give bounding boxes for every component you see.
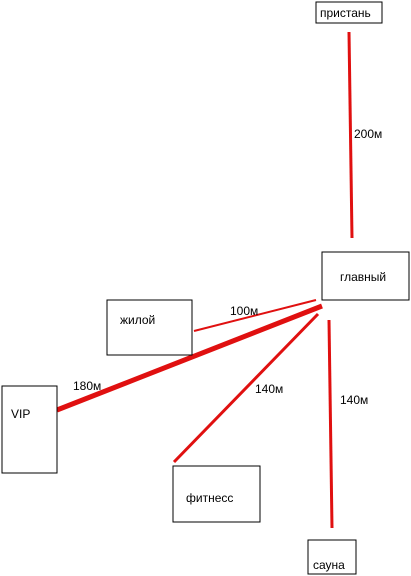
edge-main-sauna: [327, 319, 334, 529]
node-sauna: сауна: [307, 539, 357, 575]
edge-label-main-fitness: 140м: [255, 382, 283, 396]
node-main-box: [321, 251, 410, 301]
node-sauna-label: сауна: [313, 558, 345, 572]
node-main: главный: [321, 251, 410, 301]
node-pier: пристань: [315, 1, 383, 24]
edge-label-main-vip: 180м: [73, 379, 101, 393]
node-residential: жилой: [106, 299, 193, 356]
edge-label-main-residential: 100м: [230, 304, 258, 318]
edge-label-main-pier: 200м: [354, 127, 382, 141]
node-residential-box: [106, 299, 193, 356]
node-vip-label: VIP: [11, 407, 30, 421]
node-vip-box: [1, 385, 58, 474]
edge-main-pier: [347, 31, 354, 239]
edge-main-residential: [193, 299, 317, 332]
node-pier-label: пристань: [320, 6, 371, 20]
node-fitness: фитнесс: [172, 465, 261, 523]
node-main-label: главный: [340, 270, 386, 284]
node-fitness-box: [172, 465, 261, 523]
node-residential-label: жилой: [120, 313, 155, 327]
node-sauna-box: [307, 539, 357, 575]
node-vip: VIP: [1, 385, 58, 474]
node-fitness-label: фитнесс: [186, 491, 233, 505]
node-pier-box: [315, 1, 383, 24]
edge-label-main-sauna: 140м: [340, 393, 368, 407]
edge-main-fitness: [172, 312, 320, 464]
edge-main-vip: [56, 303, 323, 413]
